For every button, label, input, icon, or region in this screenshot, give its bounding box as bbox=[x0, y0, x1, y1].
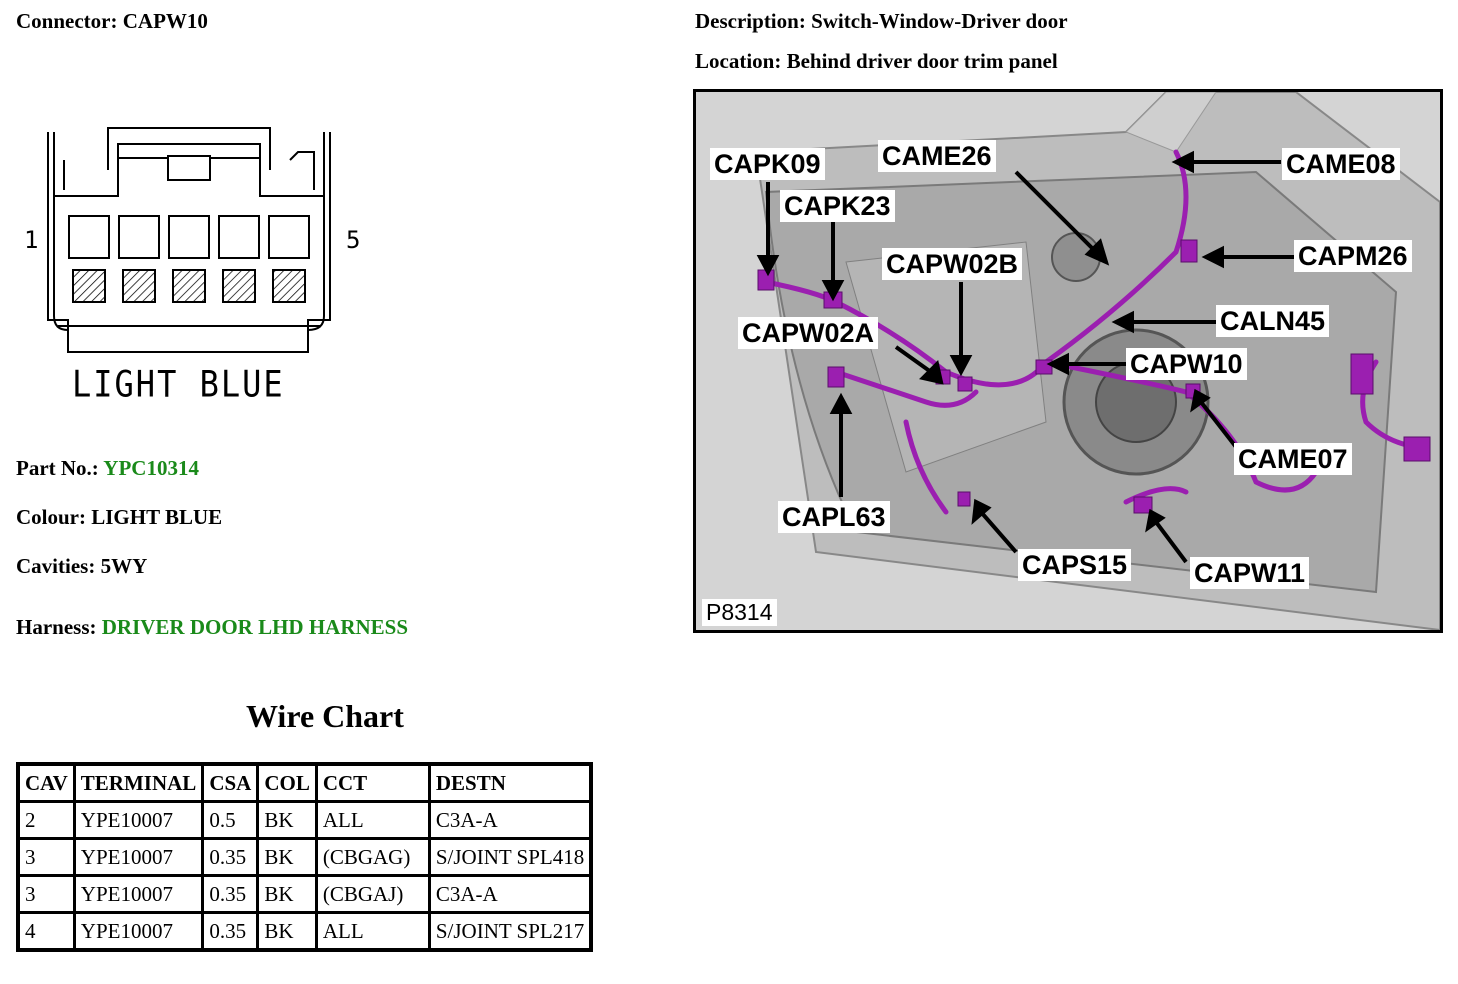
col-header-cct: CCT bbox=[314, 762, 431, 803]
cell-cct: (CBGAG) bbox=[314, 837, 431, 877]
connector-label-text: Connector: bbox=[16, 9, 118, 33]
pin-number-first: 1 bbox=[24, 226, 39, 254]
connector-location-image: CAPK09 CAME26 CAME08 CAPK23 CAPW02B CAPM… bbox=[693, 89, 1443, 633]
connector-colour-label: LIGHT BLUE bbox=[72, 362, 285, 406]
cell-col: BK bbox=[256, 874, 318, 914]
cell-csa: 0.35 bbox=[201, 837, 260, 877]
cell-csa: 0.35 bbox=[201, 874, 260, 914]
callout-capw02a: CAPW02A bbox=[738, 317, 879, 349]
col-header-terminal: TERMINAL bbox=[72, 762, 205, 803]
terminal-row bbox=[72, 269, 306, 303]
callout-capw10: CAPW10 bbox=[1126, 348, 1247, 380]
cell-cav: 3 bbox=[16, 837, 76, 877]
table-row: 2 YPE10007 0.5 BK ALL C3A-A bbox=[16, 800, 593, 840]
cell-csa: 0.35 bbox=[201, 911, 260, 952]
cavities-label: Cavities: bbox=[16, 554, 96, 578]
description-label: Description: bbox=[695, 9, 806, 33]
cell-terminal: YPE10007 bbox=[72, 800, 205, 840]
table-row: 3 YPE10007 0.35 BK (CBGAJ) C3A-A bbox=[16, 874, 593, 914]
part-number-line: Part No.: YPC10314 bbox=[16, 456, 199, 481]
callout-capw11: CAPW11 bbox=[1190, 557, 1310, 589]
callout-capk09: CAPK09 bbox=[710, 148, 825, 180]
callout-came08: CAME08 bbox=[1282, 148, 1400, 180]
location-line: Location: Behind driver door trim panel bbox=[695, 49, 1058, 74]
col-header-destn: DESTN bbox=[427, 762, 593, 803]
wire-chart-table: CAV TERMINAL CSA COL CCT DESTN 2 YPE1000… bbox=[16, 762, 594, 952]
cell-destn: S/JOINT SPL217 bbox=[427, 911, 593, 952]
location-label: Location: bbox=[695, 49, 782, 73]
cell-cct: (CBGAJ) bbox=[314, 874, 431, 914]
cell-cct: ALL bbox=[314, 911, 431, 952]
part-number-link[interactable]: YPC10314 bbox=[103, 456, 199, 480]
callout-capl63: CAPL63 bbox=[778, 501, 890, 533]
cell-col: BK bbox=[256, 911, 318, 952]
connector-blobs bbox=[757, 239, 1431, 514]
callout-capw02b: CAPW02B bbox=[882, 248, 1023, 280]
harness-line: Harness: DRIVER DOOR LHD HARNESS bbox=[16, 615, 408, 640]
harness-label: Harness: bbox=[16, 615, 97, 639]
table-row: 4 YPE10007 0.35 BK ALL S/JOINT SPL217 bbox=[16, 911, 593, 952]
callout-caps15: CAPS15 bbox=[1018, 549, 1132, 581]
callout-capk23: CAPK23 bbox=[780, 190, 895, 222]
callout-came07: CAME07 bbox=[1234, 443, 1352, 475]
colour-value: LIGHT BLUE bbox=[91, 505, 223, 529]
connector-face-diagram bbox=[47, 127, 331, 353]
cell-destn: C3A-A bbox=[427, 874, 593, 914]
colour-label: Colour: bbox=[16, 505, 86, 529]
part-number-label: Part No.: bbox=[16, 456, 99, 480]
col-header-col: COL bbox=[256, 762, 318, 803]
description-line: Description: Switch-Window-Driver door bbox=[695, 9, 1068, 34]
connector-heading: Connector: CAPW10 bbox=[16, 9, 208, 34]
cell-cav: 4 bbox=[16, 911, 76, 952]
callout-caln45: CALN45 bbox=[1216, 305, 1330, 337]
cell-col: BK bbox=[256, 837, 318, 877]
table-header-row: CAV TERMINAL CSA COL CCT DESTN bbox=[16, 762, 593, 803]
callout-capm26: CAPM26 bbox=[1294, 240, 1412, 272]
col-header-cav: CAV bbox=[16, 762, 76, 803]
figure-id: P8314 bbox=[702, 599, 777, 626]
cell-terminal: YPE10007 bbox=[72, 837, 205, 877]
cell-cct: ALL bbox=[314, 800, 431, 840]
col-header-csa: CSA bbox=[201, 762, 260, 803]
description-value: Switch-Window-Driver door bbox=[811, 9, 1068, 33]
callout-came26: CAME26 bbox=[878, 140, 996, 172]
cavity-row bbox=[68, 215, 310, 259]
cell-cav: 2 bbox=[16, 800, 76, 840]
table-row: 3 YPE10007 0.35 BK (CBGAG) S/JOINT SPL41… bbox=[16, 837, 593, 877]
cell-destn: S/JOINT SPL418 bbox=[427, 837, 593, 877]
wire-chart-title: Wire Chart bbox=[246, 698, 404, 734]
connector-id: CAPW10 bbox=[122, 9, 208, 33]
harness-link[interactable]: DRIVER DOOR LHD HARNESS bbox=[101, 615, 409, 639]
cell-destn: C3A-A bbox=[427, 800, 593, 840]
location-value: Behind driver door trim panel bbox=[786, 49, 1058, 73]
colour-line: Colour: LIGHT BLUE bbox=[16, 505, 222, 530]
cavities-value: 5WY bbox=[100, 554, 148, 578]
cell-cav: 3 bbox=[16, 874, 76, 914]
cavities-line: Cavities: 5WY bbox=[16, 554, 147, 579]
cell-csa: 0.5 bbox=[201, 800, 260, 840]
cell-terminal: YPE10007 bbox=[72, 911, 205, 952]
pin-number-last: 5 bbox=[346, 226, 361, 254]
callout-arrows bbox=[756, 150, 1294, 564]
cell-col: BK bbox=[256, 800, 318, 840]
cell-terminal: YPE10007 bbox=[72, 874, 205, 914]
